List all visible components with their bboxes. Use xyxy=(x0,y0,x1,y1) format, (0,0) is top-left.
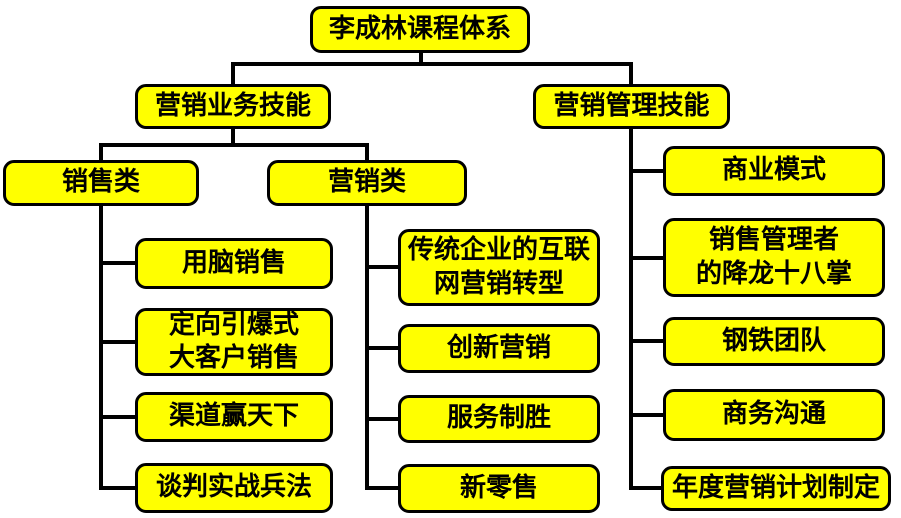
connector-business-to-marketing xyxy=(365,143,369,160)
connector-marketing-branch-1 xyxy=(365,265,398,269)
node-management-item-biz-communication: 商务沟通 xyxy=(663,389,885,441)
node-management-item-iron-team: 钢铁团队 xyxy=(663,317,885,366)
node-business-skills: 营销业务技能 xyxy=(135,84,331,129)
node-marketing-item-internet-transform: 传统企业的互联 网营销转型 xyxy=(398,229,600,306)
connector-marketing-branch-2 xyxy=(365,346,398,350)
connector-sales-branch-3 xyxy=(99,415,135,419)
node-root: 李成林课程体系 xyxy=(310,6,530,53)
connector-root-to-management xyxy=(629,62,633,84)
connector-management-branch-5 xyxy=(629,486,661,490)
node-management-item-sales-manager: 销售管理者 的降龙十八掌 xyxy=(663,218,885,297)
node-marketing-item-innovation: 创新营销 xyxy=(398,324,600,373)
connector-management-branch-2 xyxy=(629,256,663,260)
node-sales-category: 销售类 xyxy=(3,160,199,206)
connector-sales-branch-1 xyxy=(99,261,135,265)
connector-root-to-business xyxy=(231,62,235,84)
node-sales-item-key-account: 定向引爆式 大客户销售 xyxy=(135,308,333,376)
connector-business-to-sales xyxy=(99,143,103,160)
node-marketing-item-service: 服务制胜 xyxy=(398,395,600,443)
connector-management-branch-4 xyxy=(629,413,663,417)
node-marketing-item-new-retail: 新零售 xyxy=(398,464,600,513)
node-sales-item-channel: 渠道赢天下 xyxy=(135,392,333,442)
node-sales-item-brain-selling: 用脑销售 xyxy=(135,238,333,289)
connector-sales-trunk xyxy=(99,206,103,490)
node-management-item-annual-plan: 年度营销计划制定 xyxy=(661,466,891,511)
node-management-skills: 营销管理技能 xyxy=(533,84,730,129)
connector-management-branch-1 xyxy=(629,169,663,173)
node-management-item-business-model: 商业模式 xyxy=(663,146,885,196)
connector-management-trunk xyxy=(629,129,633,490)
connector-management-branch-3 xyxy=(629,339,663,343)
connector-sales-branch-2 xyxy=(99,340,135,344)
connector-business-stem xyxy=(231,129,235,146)
connector-root-stem xyxy=(419,53,423,65)
node-marketing-category: 营销类 xyxy=(267,160,467,206)
connector-root-crossbar xyxy=(231,62,633,66)
connector-marketing-branch-3 xyxy=(365,417,398,421)
node-sales-item-negotiation: 谈判实战兵法 xyxy=(135,463,333,513)
connector-marketing-branch-4 xyxy=(365,486,398,490)
connector-business-crossbar xyxy=(99,143,369,147)
connector-sales-branch-4 xyxy=(99,486,135,490)
